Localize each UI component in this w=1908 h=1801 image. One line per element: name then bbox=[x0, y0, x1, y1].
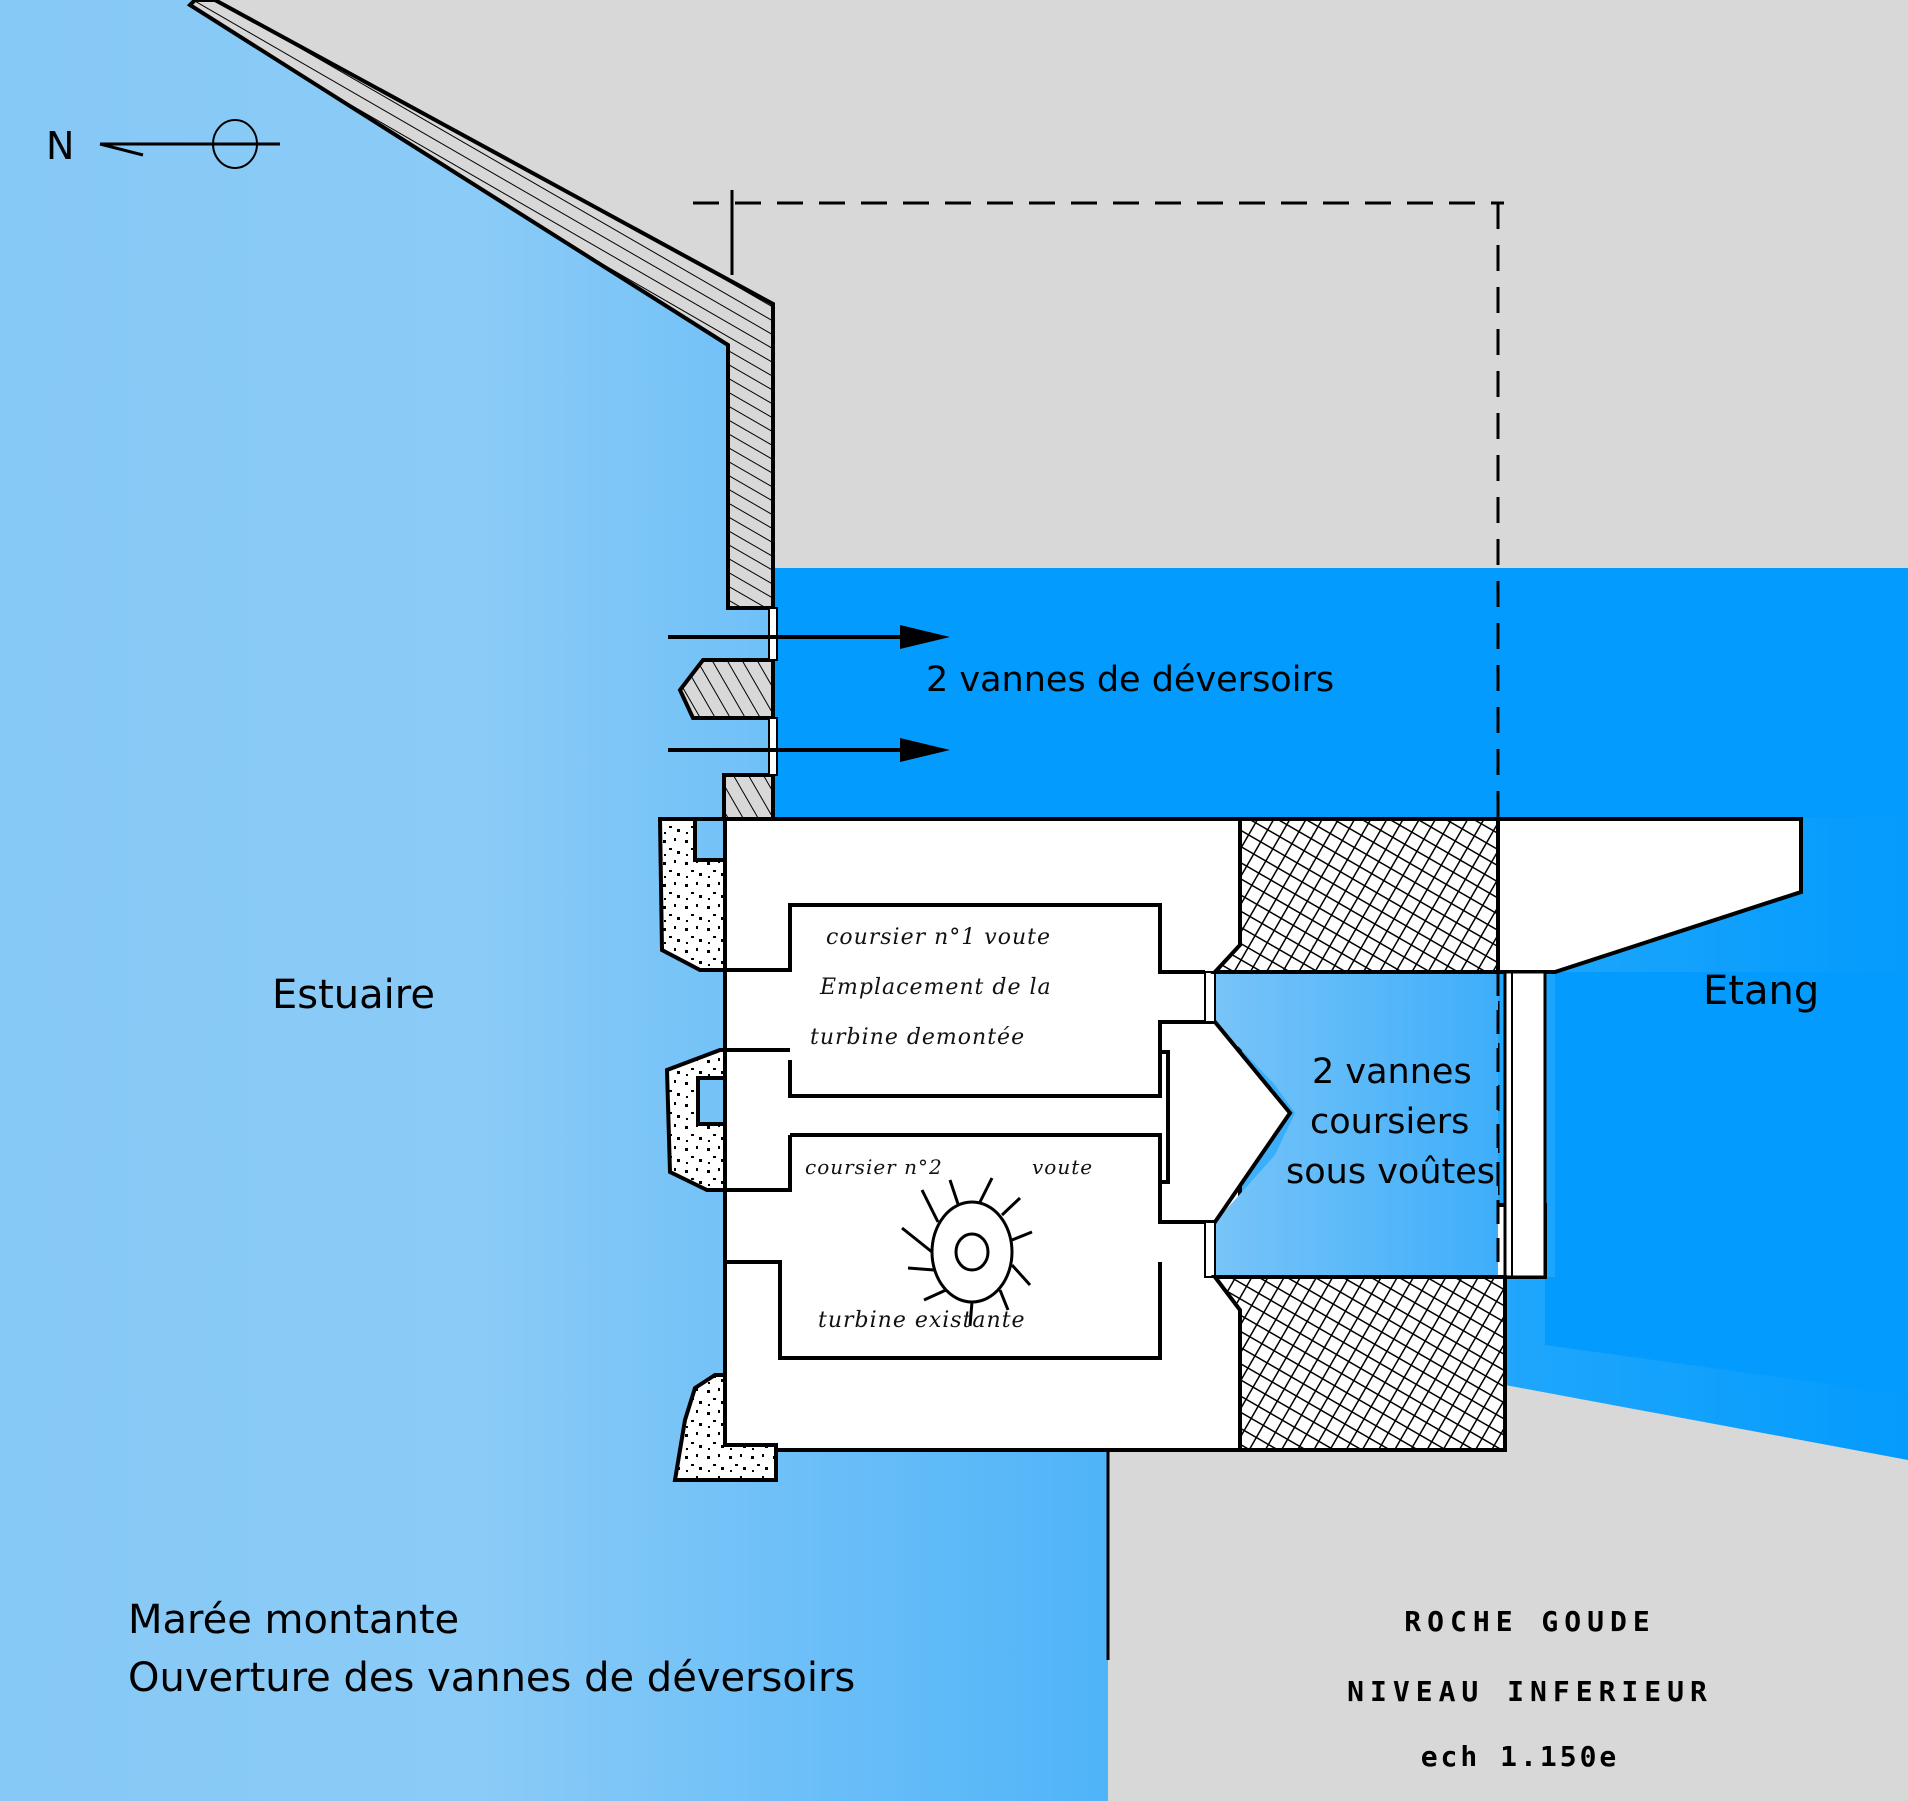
lower-land bbox=[1108, 1385, 1908, 1801]
flow-arrow-1 bbox=[668, 625, 950, 649]
channel-1-note-line1: coursier n°1 voute bbox=[826, 925, 1051, 950]
spillway-pier-lower bbox=[722, 773, 775, 821]
channel-gate-1 bbox=[1204, 971, 1216, 1023]
scale-label: ech 1.150e bbox=[1420, 1740, 1620, 1773]
pond-water-upper bbox=[773, 568, 1908, 818]
north-arrow-icon bbox=[99, 119, 280, 169]
channel-2-note: coursier n°2 bbox=[805, 1155, 943, 1179]
channel-gate-2 bbox=[1204, 1221, 1216, 1278]
channel-gates-label-line2: coursiers bbox=[1310, 1102, 1470, 1142]
spillway-gate-2 bbox=[768, 717, 778, 776]
compass-north-label: N bbox=[46, 124, 75, 168]
turbine-note: turbine existante bbox=[818, 1308, 1026, 1333]
spillway-pier bbox=[677, 658, 775, 720]
masonry-block-lower bbox=[1210, 1275, 1507, 1452]
channel-outlet-water bbox=[1215, 972, 1498, 1277]
stone-block-1 bbox=[657, 817, 727, 972]
turbine-icon bbox=[901, 1177, 1033, 1327]
dashed-outline bbox=[693, 190, 1504, 1258]
channel-1-note-line3: turbine demontée bbox=[810, 1025, 1026, 1050]
stone-block-2 bbox=[664, 1048, 727, 1192]
spillway-gate-1 bbox=[768, 607, 778, 661]
pond-water bbox=[1545, 972, 1908, 1395]
channel-gates-label-line1: 2 vannes bbox=[1312, 1052, 1472, 1092]
title-line1: ROCHE GOUDE bbox=[1404, 1605, 1656, 1638]
channel-2-vault-note: voute bbox=[1032, 1155, 1094, 1179]
channel-gates-label-line3: sous voûtes bbox=[1286, 1152, 1495, 1192]
estuary-label: Estuaire bbox=[272, 972, 435, 1018]
river-wall bbox=[186, 0, 775, 610]
caption-line1: Marée montante bbox=[128, 1597, 460, 1643]
pond-label: Etang bbox=[1703, 968, 1820, 1014]
spillway-gates-label: 2 vannes de déversoirs bbox=[926, 660, 1335, 700]
stone-block-3 bbox=[672, 1373, 778, 1482]
flow-arrow-2 bbox=[668, 738, 950, 762]
channel-1-note-line2: Emplacement de la bbox=[820, 975, 1052, 1000]
upper-land bbox=[195, 0, 1908, 568]
caption-line2: Ouverture des vannes de déversoirs bbox=[128, 1655, 856, 1701]
title-line2: NIVEAU INFERIEUR bbox=[1347, 1675, 1713, 1708]
masonry-block-upper bbox=[1210, 817, 1500, 974]
channel-2-outline bbox=[725, 1133, 1162, 1360]
